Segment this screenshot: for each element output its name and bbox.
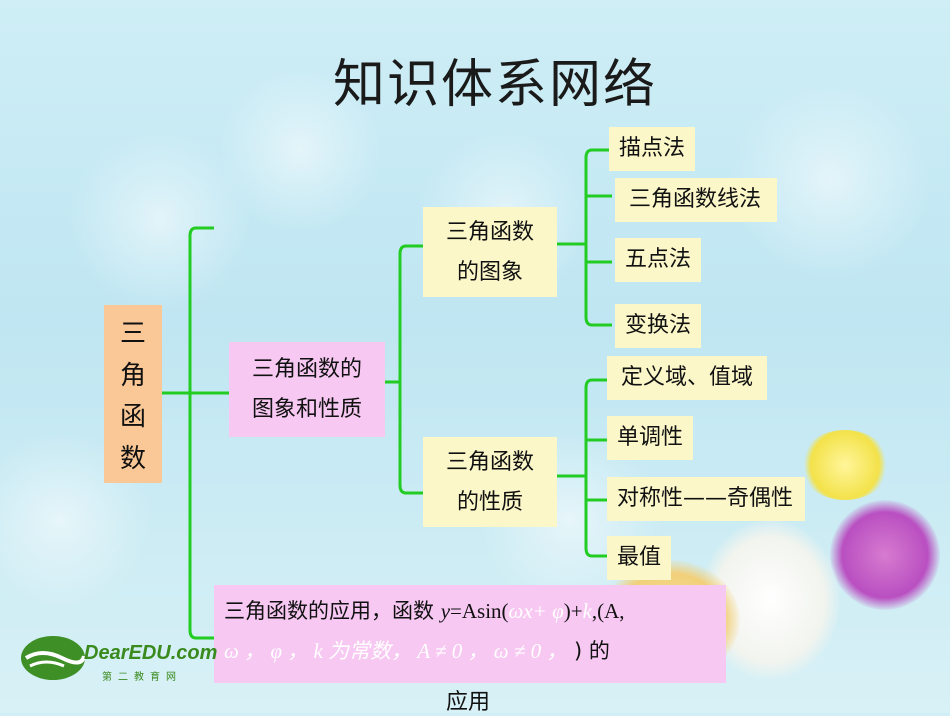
- application-line-1: 三角函数的应用，函数 y=Asin(ωx+ φ)+k,(A,: [224, 591, 716, 631]
- flower-decoration: [800, 430, 890, 500]
- application-continued: 应用: [446, 690, 491, 715]
- flower-decoration: [830, 500, 940, 610]
- application-text: ) 的: [567, 639, 610, 663]
- node-label-line: 三角函数: [445, 450, 534, 475]
- bracket-level1: [398, 244, 423, 495]
- bracket-root: [188, 226, 214, 640]
- page-title: 知识体系网络: [332, 55, 657, 115]
- graph-and-property-node: 三角函数的 图象和性质: [229, 342, 385, 437]
- logo-name: DearEDU.com: [84, 642, 218, 664]
- leaf-five-point-method: 五点法: [615, 238, 702, 282]
- leaf-domain-range: 定义域、值域: [607, 356, 768, 400]
- formula-part: )+: [563, 599, 583, 623]
- bracket-properties: [584, 378, 607, 558]
- leaf-monotonicity: 单调性: [607, 416, 694, 460]
- leaf-trig-line-method: 三角函数线法: [615, 178, 778, 222]
- node-label-line: 图象和性质: [251, 397, 362, 422]
- node-label-line: 三角函数: [445, 220, 534, 245]
- node-label-line: 的图象: [456, 260, 523, 285]
- leaf-transform-method: 变换法: [615, 304, 702, 348]
- root-node: 三 角 函 数: [104, 305, 162, 483]
- formula-k: k: [582, 599, 592, 623]
- application-text: 三角函数的应用，函数: [224, 599, 441, 623]
- root-char: 三: [119, 319, 146, 350]
- logo-swoosh-icon: [21, 636, 86, 680]
- leaf-extreme-value: 最值: [607, 536, 672, 580]
- node-label-line: 三角函数的: [251, 357, 362, 382]
- property-node: 三角函数 的性质: [423, 437, 557, 527]
- formula-part: =Asin(: [450, 599, 509, 623]
- root-char: 角: [119, 360, 146, 391]
- dearedu-logo: DearEDU.com 第二教育网: [18, 628, 218, 688]
- logo-subtitle: 第二教育网: [102, 672, 182, 683]
- root-char: 数: [119, 443, 146, 474]
- firework-decoration: [210, 60, 390, 240]
- leaf-plotting-method: 描点法: [609, 127, 696, 171]
- bracket-graph-methods: [584, 148, 612, 327]
- formula-faint: ωx+ φ: [508, 599, 564, 623]
- node-label-line: 的性质: [456, 490, 523, 515]
- root-char: 函: [119, 402, 146, 433]
- formula-part: ,(A,: [591, 599, 625, 623]
- application-node: 三角函数的应用，函数 y=Asin(ωx+ φ)+k,(A, ω ， φ ， k…: [214, 585, 726, 683]
- graph-node: 三角函数 的图象: [423, 207, 557, 297]
- formula-y: y: [440, 599, 451, 623]
- leaf-symmetry-parity: 对称性——奇偶性: [607, 477, 806, 521]
- application-line-2: ω ， φ ， k 为常数， A ≠ 0 ， ω ≠ 0 ， ) 的: [224, 631, 716, 671]
- formula-conditions: ω ， φ ， k 为常数， A ≠ 0 ， ω ≠ 0 ，: [224, 639, 568, 663]
